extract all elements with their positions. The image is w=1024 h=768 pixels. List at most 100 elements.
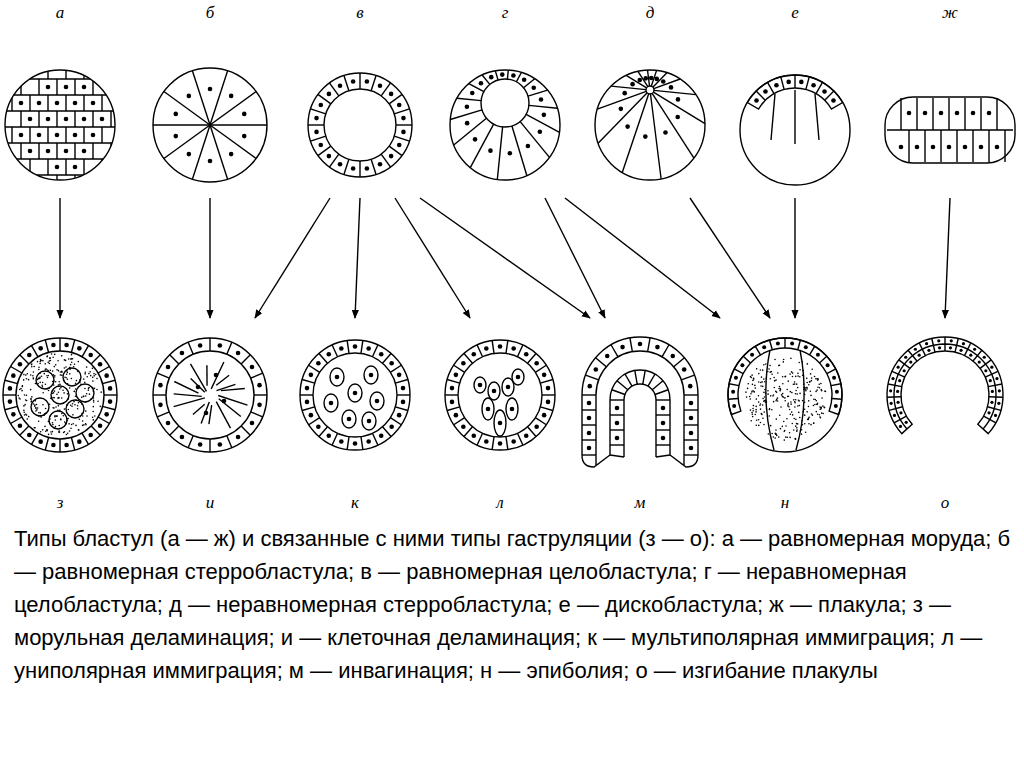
yolk-dot <box>84 371 86 373</box>
cell-nucleus <box>526 144 531 149</box>
cell-wall <box>11 127 12 143</box>
yolk-dot <box>762 417 764 419</box>
cell-nucleus <box>622 91 627 96</box>
yolk-dot <box>775 400 777 402</box>
cell-nucleus <box>587 401 592 406</box>
cell-nucleus <box>790 341 794 345</box>
inner-cell-wall <box>216 375 229 385</box>
cell-wall <box>932 98 933 130</box>
yolk-dot <box>799 417 801 419</box>
yolk-dot <box>95 374 97 376</box>
cell-wall <box>517 433 522 445</box>
yolk-dot <box>38 366 40 368</box>
yolk-dot <box>53 407 55 409</box>
cell-nucleus <box>637 78 642 83</box>
cell-nucleus <box>486 407 491 412</box>
yolk-dot <box>774 380 776 382</box>
yolk-dot <box>755 425 757 427</box>
cell-nucleus <box>73 165 78 170</box>
cell-nucleus <box>55 101 60 106</box>
yolk-dot <box>50 431 52 433</box>
cell-wall <box>29 159 30 175</box>
cell-nucleus <box>832 376 836 380</box>
gastrula-figure: и <box>145 318 275 513</box>
yolk-dot <box>795 376 797 378</box>
cell-wall <box>11 63 12 79</box>
yolk-dot <box>760 408 762 410</box>
yolk-dot <box>780 428 782 430</box>
yolk-dot <box>66 434 68 436</box>
yolk-dot <box>68 409 70 411</box>
yolk-dot <box>756 419 758 421</box>
cell-wall <box>300 394 313 395</box>
yolk-dot <box>796 427 798 429</box>
immigrating-cell <box>512 369 524 385</box>
inner-cell <box>63 368 81 386</box>
yolk-dot <box>750 377 752 379</box>
cell-wall <box>395 407 407 411</box>
figure-letter: б <box>204 3 217 23</box>
yolk-dot <box>57 360 59 362</box>
cell-nucleus <box>51 343 56 348</box>
yolk-dot <box>54 415 56 417</box>
yolk-dot <box>33 377 35 379</box>
yolk-dot <box>752 413 754 415</box>
yolk-dot <box>71 378 73 380</box>
cell-wall <box>5 406 18 409</box>
cell-nucleus <box>524 352 529 357</box>
cell-nucleus <box>397 373 402 378</box>
yolk-dot <box>33 403 35 405</box>
cell-nucleus <box>511 439 516 444</box>
yolk-dot <box>26 414 28 416</box>
embryo-outline <box>728 338 842 452</box>
yolk-dot <box>58 381 60 383</box>
cell-wall <box>371 76 376 91</box>
yolk-dot <box>787 402 789 404</box>
cell-nucleus <box>897 366 900 369</box>
cell-nucleus <box>38 346 43 351</box>
cell-wall <box>104 394 117 395</box>
yolk-dot <box>92 380 94 382</box>
yolk-dot <box>760 369 762 371</box>
yolk-dot <box>42 392 44 394</box>
yolk-dot <box>60 387 62 389</box>
cell-nucleus <box>987 411 990 414</box>
yolk-dot <box>52 370 54 372</box>
cell-wall <box>47 95 48 111</box>
arrow-connector <box>945 198 950 318</box>
morula-cells <box>0 63 120 191</box>
cell-nucleus <box>754 98 759 103</box>
cell-wall <box>227 342 232 354</box>
cell-wall <box>347 341 349 354</box>
blastocoel <box>481 79 529 127</box>
cell-wall <box>989 396 1003 398</box>
inner-cell-wall <box>193 404 205 414</box>
yolk-dot <box>54 375 56 377</box>
inner-cell-wall <box>209 405 212 424</box>
cell-nucleus <box>995 377 998 380</box>
figure-letter: з <box>55 493 66 513</box>
cell-nucleus <box>316 424 321 429</box>
cell-nucleus <box>923 111 928 116</box>
blastula-figure: а <box>0 3 125 198</box>
cell-layer <box>16 351 104 439</box>
immigrating-cell <box>324 394 338 412</box>
cell-wall <box>582 409 596 410</box>
yolk-dot <box>815 378 817 380</box>
cell-wall <box>889 407 902 411</box>
yolk-dot <box>825 391 827 393</box>
yolk-dot <box>769 408 771 410</box>
cell-layer <box>166 351 254 439</box>
cell-wall <box>318 146 331 155</box>
yolk-dot <box>50 369 52 371</box>
yolk-dot <box>782 396 784 398</box>
cell-wall <box>972 130 973 162</box>
cell-nucleus <box>625 124 630 129</box>
cell-nucleus <box>46 117 51 122</box>
yolk-dot <box>782 393 784 395</box>
yolk-dot <box>786 418 788 420</box>
yolk-dot <box>65 360 67 362</box>
cell-nucleus <box>166 421 171 426</box>
yolk-dot <box>58 392 60 394</box>
yolk-dot <box>49 357 51 359</box>
